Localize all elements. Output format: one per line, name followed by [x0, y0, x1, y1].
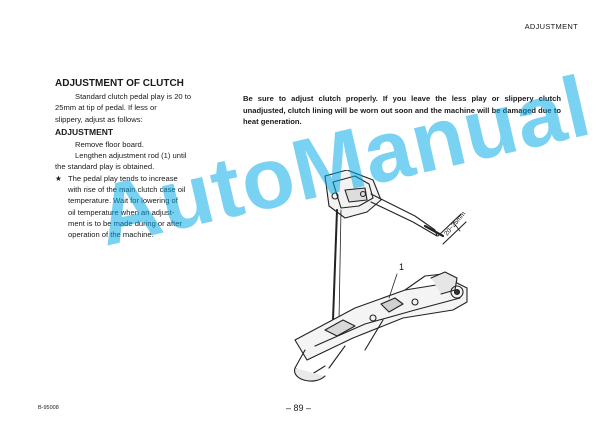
document-code: B-95008	[38, 405, 59, 411]
note-block: ★ The pedal play tends to increase with …	[55, 173, 215, 241]
intro-line-1: Standard clutch pedal play is 20 to	[75, 92, 192, 101]
note-line-4: oil temperature when an adjust-	[68, 207, 175, 217]
note-line-2: with rise of the main clutch case oil	[68, 185, 186, 195]
page-number: – 89 –	[286, 403, 312, 413]
intro-line-2: 25mm at tip of pedal. If less or	[55, 103, 157, 113]
left-column: ADJUSTMENT OF CLUTCH Standard clutch ped…	[55, 78, 215, 241]
intro-line-3: slippery, adjust as follows:	[55, 114, 143, 124]
note-line-6: operation of the machine.	[68, 230, 154, 240]
step-line-3: the standard play is obtained.	[55, 162, 155, 172]
note-line-5: ment is to be made during or after	[68, 218, 182, 228]
note-text: The pedal play tends to increase with ri…	[68, 173, 215, 241]
section-title: ADJUSTMENT OF CLUTCH	[55, 78, 184, 89]
step-line-2: Lengthen adjustment rod (1) until	[75, 151, 187, 161]
callout-label-1: 1	[399, 262, 404, 272]
note-line-1: The pedal play tends to increase	[68, 173, 178, 183]
note-line-3: temperature. Wait for lowering of	[68, 196, 178, 206]
subsection-title: ADJUSTMENT	[55, 126, 114, 137]
warning-text: Be sure to adjust clutch properly. If yo…	[243, 94, 561, 126]
star-icon: ★	[55, 173, 62, 183]
step-line-1: Remove floor board.	[75, 139, 144, 149]
clutch-linkage-illustration: 1 20~25mm	[294, 170, 468, 382]
section-header: ADJUSTMENT	[524, 22, 578, 31]
